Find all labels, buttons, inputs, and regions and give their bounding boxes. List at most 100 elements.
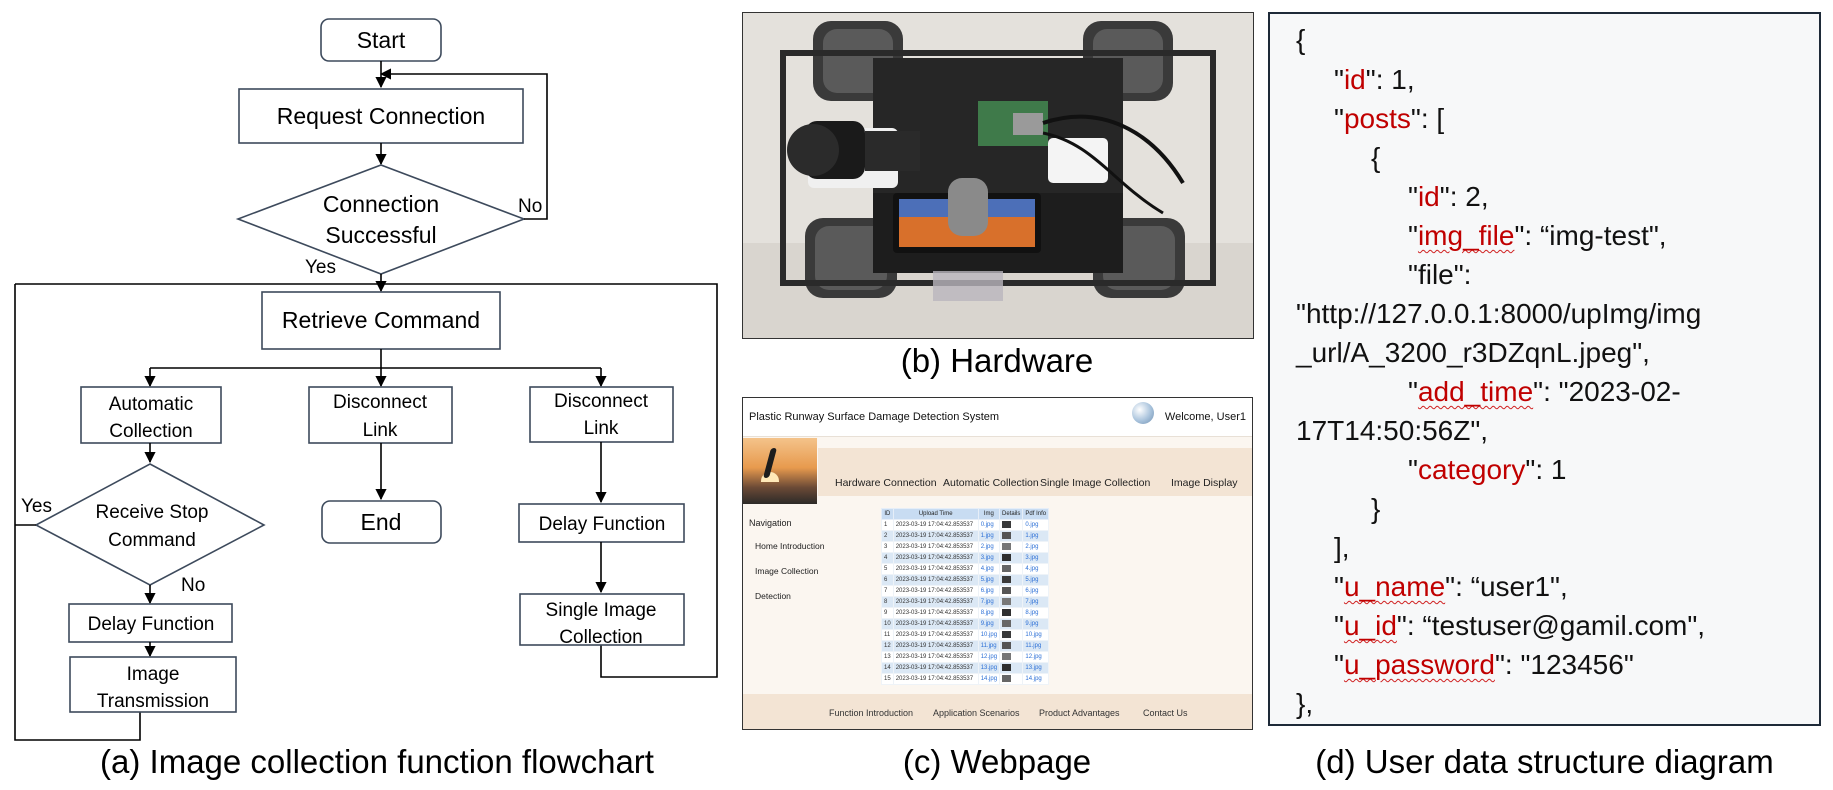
cell-img-link[interactable]: 1.jpg bbox=[977, 530, 1001, 542]
cell-pdf-link[interactable]: 4.jpg bbox=[1022, 563, 1050, 575]
json-file-url-line-1: "http://127.0.0.1:8000/upImg/img bbox=[1296, 298, 1702, 329]
image-thumbnail-icon[interactable] bbox=[1002, 521, 1012, 529]
json-u-password-line: "u_password": "123456" bbox=[1334, 649, 1634, 680]
image-thumbnail-icon[interactable] bbox=[1002, 565, 1012, 573]
cell-id: 12 bbox=[881, 640, 894, 652]
cell-pdf-link[interactable]: 1.jpg bbox=[1022, 530, 1050, 542]
footer-function-introduction[interactable]: Function Introduction bbox=[829, 708, 914, 718]
cell-pdf-link[interactable]: 0.jpg bbox=[1022, 519, 1050, 531]
cell-details[interactable] bbox=[999, 519, 1024, 531]
cell-img-link[interactable]: 10.jpg bbox=[977, 629, 1001, 641]
cell-pdf-link[interactable]: 3.jpg bbox=[1022, 552, 1050, 564]
cell-img-link[interactable]: 2.jpg bbox=[977, 541, 1001, 553]
cell-details[interactable] bbox=[999, 530, 1024, 542]
cell-pdf-link[interactable]: 13.jpg bbox=[1022, 662, 1050, 674]
footer-contact-us[interactable]: Contact Us bbox=[1143, 708, 1188, 718]
sun-icon bbox=[761, 472, 779, 482]
cell-pdf-link[interactable]: 9.jpg bbox=[1022, 618, 1050, 630]
cell-pdf-link[interactable]: 8.jpg bbox=[1022, 607, 1050, 619]
image-thumbnail-icon[interactable] bbox=[1002, 631, 1012, 639]
cell-details[interactable] bbox=[999, 574, 1024, 586]
image-thumbnail-icon[interactable] bbox=[1002, 543, 1012, 551]
image-thumbnail-icon[interactable] bbox=[1002, 576, 1012, 584]
cell-details[interactable] bbox=[999, 585, 1024, 597]
cell-pdf-link[interactable]: 11.jpg bbox=[1022, 640, 1050, 652]
cell-pdf-link[interactable]: 14.jpg bbox=[1022, 673, 1050, 685]
caption-a: (a) Image collection function flowchart bbox=[100, 743, 654, 780]
json-u-name-value: : “user1", bbox=[1455, 571, 1568, 602]
cell-details[interactable] bbox=[999, 552, 1024, 564]
sidebar-item-image-collection[interactable]: Image Collection bbox=[755, 566, 819, 576]
sidebar-heading: Navigation bbox=[749, 518, 792, 528]
nav-single-image-collection[interactable]: Single Image Collection bbox=[1040, 477, 1151, 489]
json-post-id-line: "id": 2, bbox=[1408, 181, 1489, 212]
nav-image-display[interactable]: Image Display bbox=[1171, 477, 1238, 489]
json-file-url-line-2: _url/A_3200_r3DZqnL.jpeg", bbox=[1296, 337, 1650, 368]
cell-pdf-link[interactable]: 5.jpg bbox=[1022, 574, 1050, 586]
json-u-name-line: "u_name": “user1", bbox=[1334, 571, 1568, 602]
json-u-password-value: : "123456" bbox=[1504, 649, 1634, 680]
image-thumbnail-icon[interactable] bbox=[1002, 675, 1012, 683]
yes-label-left: Yes bbox=[21, 496, 52, 517]
cell-details[interactable] bbox=[999, 629, 1024, 641]
cell-img-link[interactable]: 9.jpg bbox=[977, 618, 1001, 630]
image-thumbnail-icon[interactable] bbox=[1002, 664, 1012, 672]
json-posts-value: : [ bbox=[1420, 103, 1445, 134]
cell-img-link[interactable]: 14.jpg bbox=[977, 673, 1001, 685]
image-thumbnail-icon[interactable] bbox=[1002, 653, 1012, 661]
col-pdf-info: Pdf Info bbox=[1022, 508, 1050, 520]
receive-stop-label-1: Receive Stop bbox=[95, 502, 208, 523]
cell-pdf-link[interactable]: 7.jpg bbox=[1022, 596, 1050, 608]
flowchart: Start Request Connection Connection Succ… bbox=[14, 18, 718, 741]
cell-img-link[interactable]: 6.jpg bbox=[977, 585, 1001, 597]
automatic-collection-node bbox=[80, 386, 222, 444]
image-thumbnail-icon[interactable] bbox=[1002, 642, 1012, 650]
footer-application-scenarios[interactable]: Application Scenarios bbox=[933, 708, 1020, 718]
cell-img-link[interactable]: 12.jpg bbox=[977, 651, 1001, 663]
json-img-file-line: "img_file": “img-test", bbox=[1408, 220, 1667, 251]
welcome-text: Welcome, User1 bbox=[1164, 411, 1246, 423]
cell-details[interactable] bbox=[999, 673, 1024, 685]
cell-img-link[interactable]: 5.jpg bbox=[977, 574, 1001, 586]
image-thumbnail-icon[interactable] bbox=[1002, 587, 1012, 595]
nav-automatic-collection[interactable]: Automatic Collection bbox=[943, 477, 1039, 489]
cell-id: 1 bbox=[881, 519, 894, 531]
json-inner-close: } bbox=[1371, 493, 1381, 524]
cell-id: 15 bbox=[881, 673, 894, 685]
nav-hardware-connection[interactable]: Hardware Connection bbox=[835, 477, 937, 489]
cell-details[interactable] bbox=[999, 651, 1024, 663]
image-thumbnail-icon[interactable] bbox=[1002, 554, 1012, 562]
image-thumbnail-icon[interactable] bbox=[1002, 532, 1012, 540]
sidebar-item-detection[interactable]: Detection bbox=[755, 591, 791, 601]
cell-img-link[interactable]: 4.jpg bbox=[977, 563, 1001, 575]
cell-pdf-link[interactable]: 6.jpg bbox=[1022, 585, 1050, 597]
cell-img-link[interactable]: 8.jpg bbox=[977, 607, 1001, 619]
image-thumbnail-icon[interactable] bbox=[1002, 598, 1012, 606]
disconnect-link-1-label-2: Link bbox=[363, 420, 398, 441]
cell-details[interactable] bbox=[999, 541, 1024, 553]
cell-pdf-link[interactable]: 12.jpg bbox=[1022, 651, 1050, 663]
footer-product-advantages[interactable]: Product Advantages bbox=[1039, 708, 1120, 718]
cell-details[interactable] bbox=[999, 640, 1024, 652]
retrieve-command-label: Retrieve Command bbox=[282, 307, 480, 333]
cell-id: 13 bbox=[881, 651, 894, 663]
cell-details[interactable] bbox=[999, 662, 1024, 674]
cell-pdf-link[interactable]: 10.jpg bbox=[1022, 629, 1050, 641]
cell-img-link[interactable]: 11.jpg bbox=[977, 640, 1001, 652]
cell-details[interactable] bbox=[999, 596, 1024, 608]
cell-details[interactable] bbox=[999, 563, 1024, 575]
sidebar-item-home[interactable]: Home Introduction bbox=[755, 541, 825, 551]
cell-img-link[interactable]: 7.jpg bbox=[977, 596, 1001, 608]
cell-img-link[interactable]: 0.jpg bbox=[977, 519, 1001, 531]
cell-img-link[interactable]: 13.jpg bbox=[977, 662, 1001, 674]
cell-details[interactable] bbox=[999, 618, 1024, 630]
cell-img-link[interactable]: 3.jpg bbox=[977, 552, 1001, 564]
cell-pdf-link[interactable]: 2.jpg bbox=[1022, 541, 1050, 553]
cell-details[interactable] bbox=[999, 607, 1024, 619]
image-thumbnail-icon[interactable] bbox=[1002, 620, 1012, 628]
image-thumbnail-icon[interactable] bbox=[1002, 609, 1012, 617]
cell-id: 10 bbox=[881, 618, 894, 630]
